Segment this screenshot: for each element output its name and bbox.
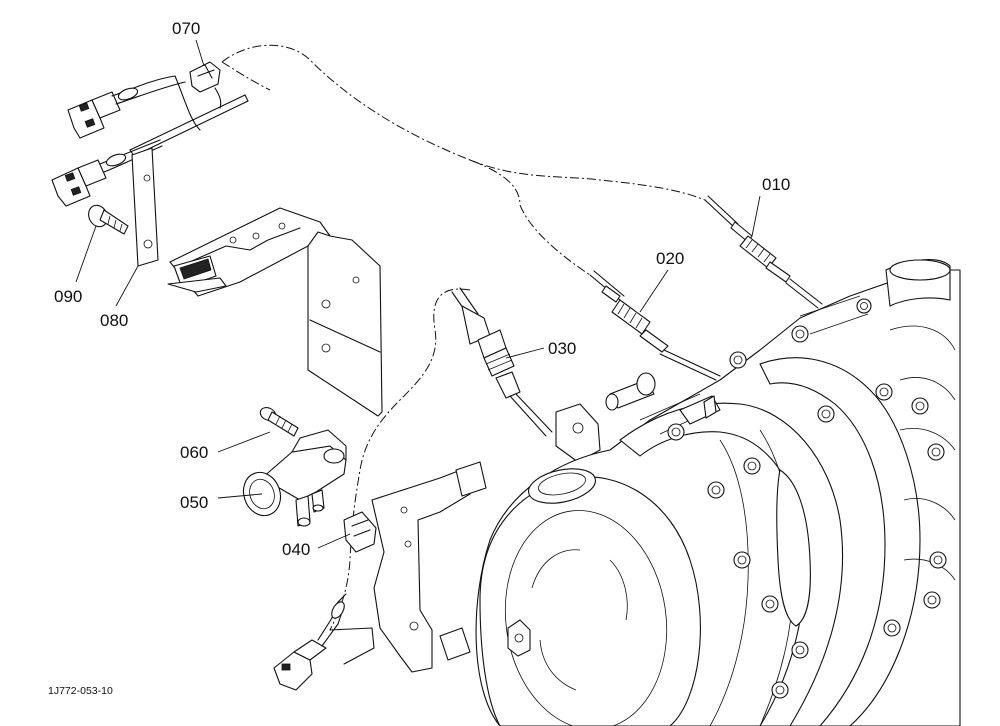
callout-040: 040	[282, 540, 310, 559]
connector-upper	[67, 75, 186, 139]
sensor-030	[451, 287, 553, 437]
sensor-020	[589, 270, 721, 381]
clamp-040	[343, 511, 377, 553]
callout-030: 030	[548, 339, 576, 358]
flange-bolts	[667, 298, 947, 699]
connector-bottom	[273, 593, 347, 691]
callout-070: 070	[172, 19, 200, 38]
bracket-080	[131, 147, 159, 267]
callout-090: 090	[54, 287, 82, 306]
figure-reference: 1J772-053-10	[48, 685, 113, 697]
heat-shield-bracket	[167, 207, 383, 417]
callout-080: 080	[100, 311, 128, 330]
harness-rod	[129, 94, 249, 157]
callout-020: 020	[656, 249, 684, 268]
callout-050: 050	[180, 493, 208, 512]
callout-labels: 010 020 030 040 050 060 070 080 090	[54, 19, 790, 559]
sensor-010	[704, 195, 823, 309]
bolt-090	[88, 204, 129, 235]
bolt-060	[259, 407, 299, 437]
clamp-070	[189, 61, 222, 109]
pressure-sensor-050	[242, 429, 347, 527]
harness-route	[221, 44, 706, 631]
mounting-plate	[329, 403, 601, 673]
callout-060: 060	[180, 443, 208, 462]
engine-body	[475, 259, 961, 726]
callout-010: 010	[762, 175, 790, 194]
connector-lower	[51, 75, 201, 207]
leader-lines	[75, 39, 761, 549]
